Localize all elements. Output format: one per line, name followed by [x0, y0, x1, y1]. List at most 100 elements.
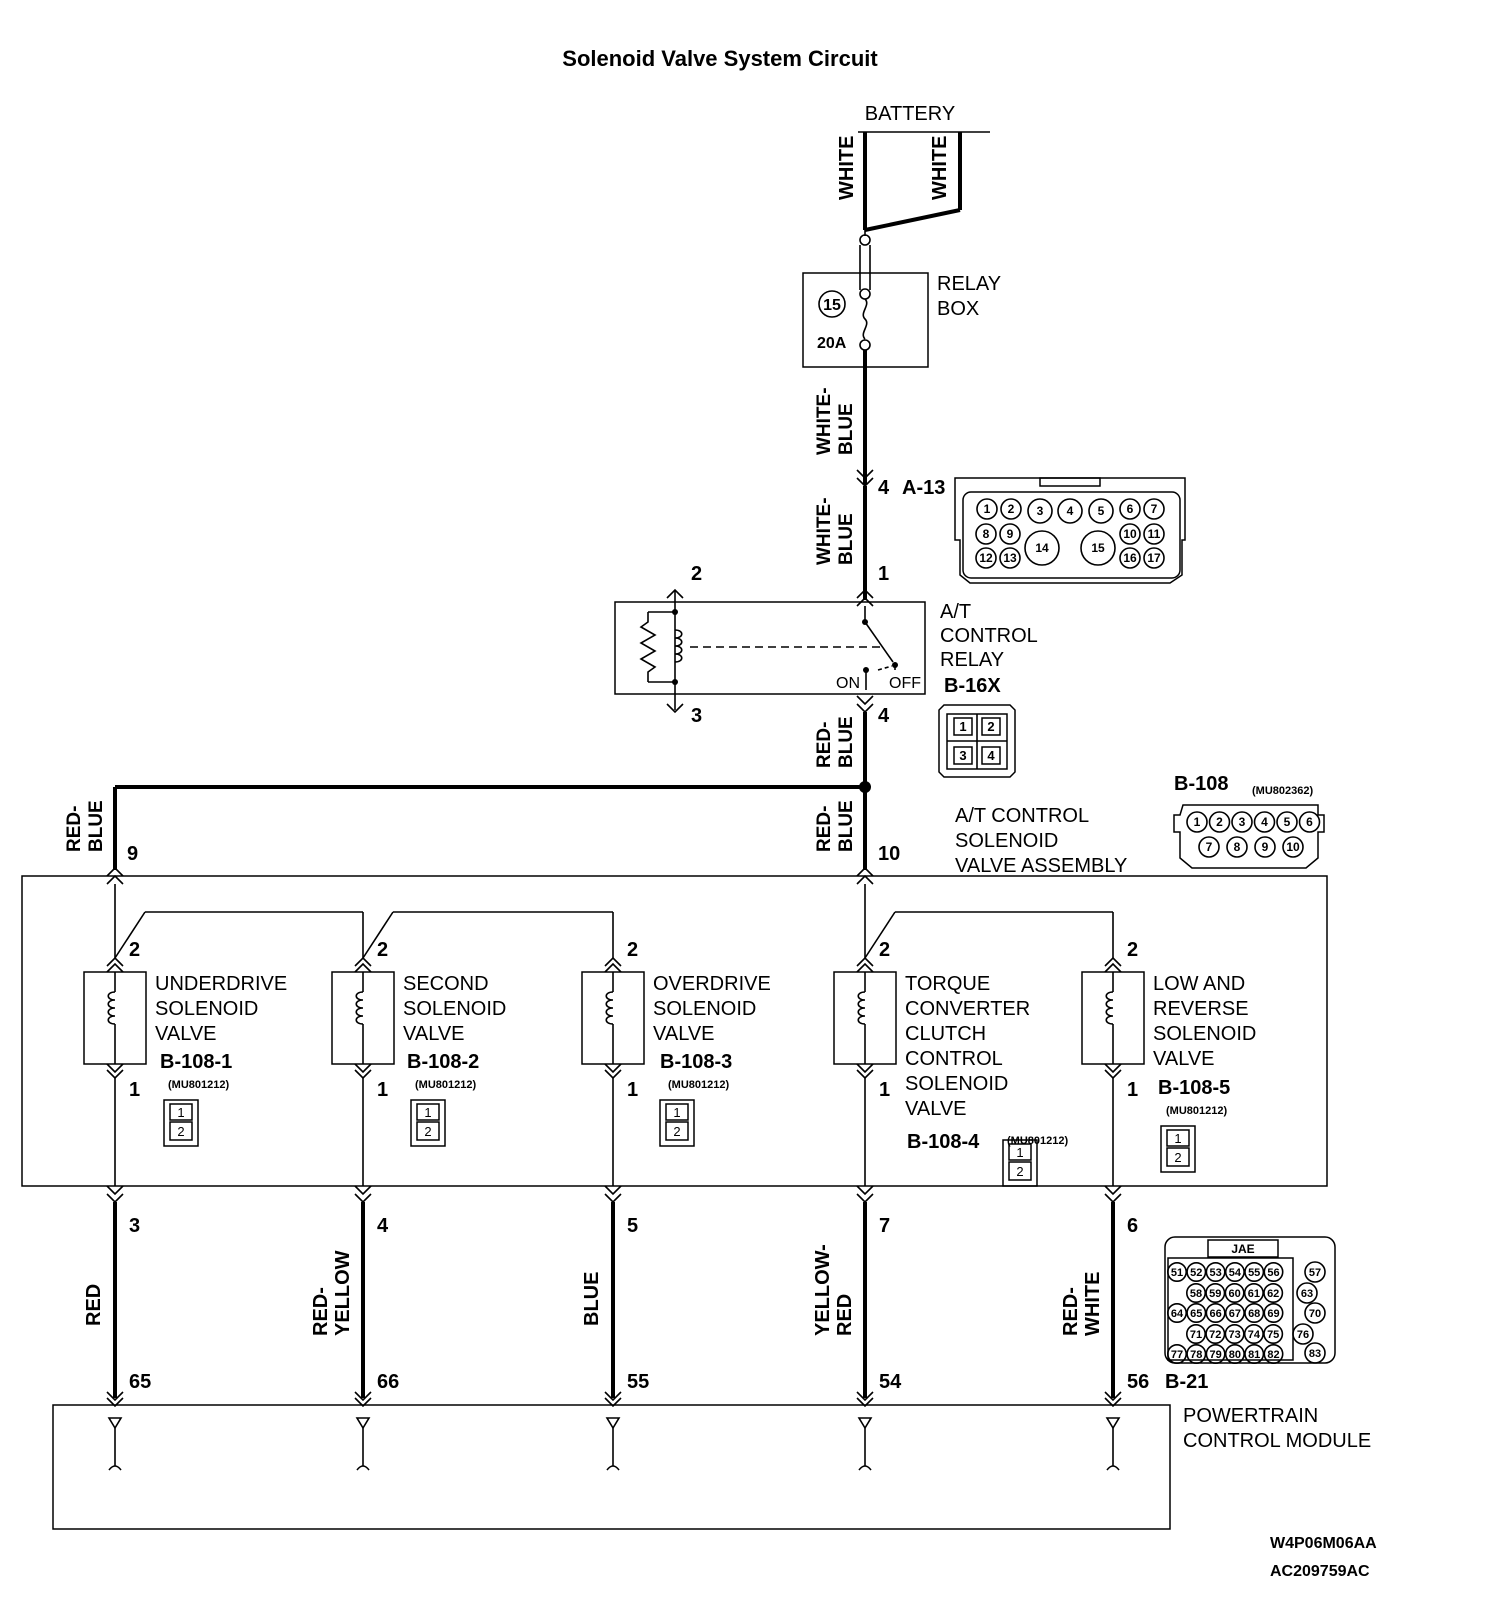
relay-box-label-1: RELAY: [937, 273, 1001, 295]
a13-name: A-13: [902, 477, 945, 499]
solenoid-name-line: UNDERDRIVE: [155, 973, 287, 995]
wire-label-wb-2a: WHITE-: [814, 497, 835, 565]
svg-text:68: 68: [1248, 1308, 1260, 1320]
svg-text:55: 55: [1248, 1267, 1260, 1279]
fuse-number-circle: [818, 290, 846, 318]
b21-pin-51: 51: [1167, 1262, 1188, 1283]
svg-text:2: 2: [1008, 502, 1015, 516]
solenoid-column-1: 21UNDERDRIVESOLENOIDVALVEB-108-1(MU80121…: [83, 866, 614, 1471]
wire-label-white-1: WHITE: [836, 136, 858, 200]
pcm-pin: 66: [377, 1371, 399, 1393]
svg-text:79: 79: [1209, 1349, 1221, 1361]
b21-pin-56: 56: [1263, 1262, 1284, 1283]
a13-pin-16: 16: [1119, 547, 1141, 569]
solenoid-pin-top: 2: [377, 939, 388, 961]
solenoid-pin-top: 2: [627, 939, 638, 961]
a13-pin-6: 6: [1119, 498, 1141, 520]
solenoid-column-4: 21TORQUECONVERTERCLUTCHCONTROLSOLENOIDVA…: [812, 866, 1114, 1471]
b21-pin-75: 75: [1263, 1324, 1284, 1345]
wire-color-label: RED: [83, 1284, 105, 1326]
b21-pin-73: 73: [1224, 1324, 1245, 1345]
b108-pin-5: 5: [1276, 811, 1298, 833]
svg-text:53: 53: [1209, 1267, 1221, 1279]
solenoid-connector-id: B-108-4: [907, 1131, 980, 1153]
battery-label: BATTERY: [865, 103, 955, 125]
svg-text:1: 1: [673, 1105, 680, 1120]
solenoid-name-line: VALVE: [905, 1098, 967, 1120]
svg-text:75: 75: [1267, 1329, 1279, 1341]
svg-text:67: 67: [1229, 1308, 1241, 1320]
a13-pin-11: 11: [1143, 523, 1165, 545]
svg-text:2: 2: [1216, 815, 1223, 829]
svg-text:83: 83: [1309, 1348, 1321, 1360]
svg-text:57: 57: [1309, 1267, 1321, 1279]
b21-pin-52: 52: [1186, 1262, 1207, 1283]
svg-text:72: 72: [1209, 1329, 1221, 1341]
solenoid-connector-face: 12: [1002, 1139, 1038, 1187]
assembly-pin10: 10: [878, 843, 900, 865]
a13-pin-5: 5: [1088, 498, 1114, 524]
relay-box-label-2: BOX: [937, 298, 979, 320]
svg-text:3: 3: [1239, 815, 1246, 829]
svg-text:7: 7: [1151, 502, 1158, 516]
b108-pin-1: 1: [1186, 811, 1208, 833]
b21-pin-58: 58: [1186, 1283, 1207, 1304]
solenoid-coil-icon: [1105, 991, 1114, 1025]
wire-label-rb-3a: RED-: [814, 806, 835, 852]
svg-text:60: 60: [1228, 1288, 1240, 1300]
a13-pin-14: 14: [1024, 530, 1060, 566]
relay-resistor-icon: [639, 612, 657, 682]
svg-text:JAE: JAE: [1231, 1242, 1254, 1256]
b108-pin-10: 10: [1282, 836, 1304, 858]
relay-coil-icon: [674, 629, 683, 663]
solenoid-name-line: SOLENOID: [653, 998, 756, 1020]
pcm-pin: 54: [879, 1371, 902, 1393]
relay-switch-arm: [864, 621, 894, 663]
a13-pin-12: 12: [975, 547, 997, 569]
fusible-link-icon: [859, 234, 871, 246]
b21-pin-57: 57: [1304, 1261, 1326, 1283]
b21-pin-60: 60: [1224, 1283, 1245, 1304]
assembly-output-pin: 7: [879, 1215, 890, 1237]
wire-label-white-2: WHITE: [929, 136, 951, 200]
svg-text:6: 6: [1127, 502, 1134, 516]
at-relay-label-1: A/T: [940, 601, 971, 623]
wire-color-label: WHITE: [1082, 1272, 1104, 1336]
solenoid-pin-top: 2: [129, 939, 140, 961]
svg-text:13: 13: [1003, 551, 1017, 565]
a13-pin: 4: [878, 477, 890, 499]
solenoid-connector-id: B-108-5: [1158, 1077, 1230, 1099]
solenoid-connector-part: (MU801212): [415, 1079, 476, 1091]
at-relay-label-3: RELAY: [940, 649, 1004, 671]
solenoid-connector-face: 12: [163, 1099, 199, 1147]
b21-pin-78: 78: [1186, 1344, 1207, 1365]
b21-pin-74: 74: [1243, 1324, 1264, 1345]
svg-text:1: 1: [424, 1105, 431, 1120]
svg-text:17: 17: [1147, 551, 1161, 565]
fuse-icon: [862, 298, 868, 340]
solenoid-pin-bottom: 1: [1127, 1079, 1138, 1101]
wire-color-label: RED: [834, 1294, 856, 1336]
solenoid-name-line: SOLENOID: [403, 998, 506, 1020]
b108-pin-8: 8: [1226, 836, 1248, 858]
solenoid-name-line: REVERSE: [1153, 998, 1249, 1020]
solenoid-name-line: SECOND: [403, 973, 489, 995]
b108-pin-4: 4: [1253, 811, 1276, 833]
svg-text:74: 74: [1248, 1329, 1261, 1341]
svg-text:76: 76: [1297, 1329, 1309, 1341]
b21-pin-66: 66: [1205, 1303, 1226, 1324]
b21-pin-65: 65: [1186, 1303, 1207, 1324]
solenoid-connector-id: B-108-2: [407, 1051, 479, 1073]
svg-text:1: 1: [1016, 1145, 1023, 1160]
svg-text:65: 65: [1190, 1308, 1202, 1320]
diagram-code-1: W4P06M06AA: [1270, 1535, 1377, 1552]
svg-text:2: 2: [177, 1124, 184, 1139]
solenoid-name-line: LOW AND: [1153, 973, 1245, 995]
svg-text:6: 6: [1306, 815, 1313, 829]
b21-pin-72: 72: [1205, 1324, 1226, 1345]
pcm-label-2: CONTROL MODULE: [1183, 1430, 1371, 1452]
svg-text:8: 8: [1234, 840, 1241, 854]
solenoid-name-line: OVERDRIVE: [653, 973, 771, 995]
at-control-relay: [614, 601, 926, 695]
svg-text:5: 5: [1284, 815, 1291, 829]
